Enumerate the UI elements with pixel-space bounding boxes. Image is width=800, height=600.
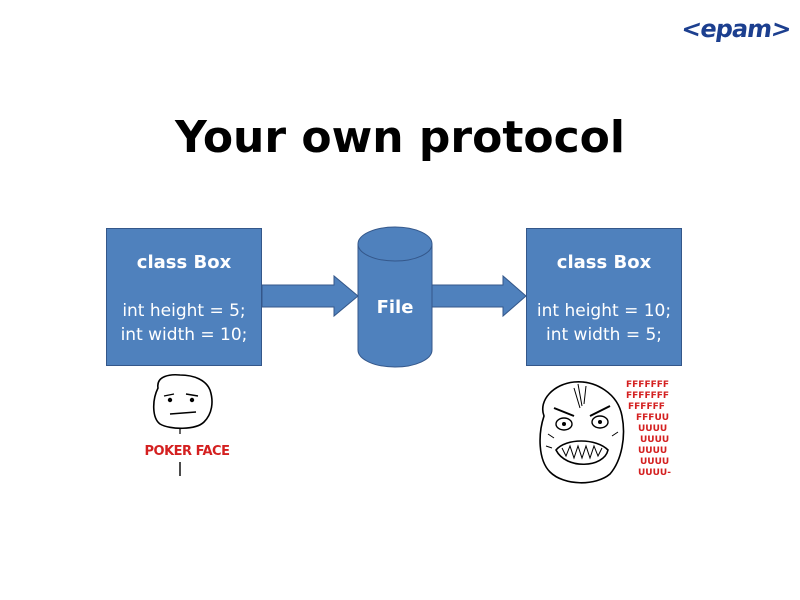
left-class-label: class Box bbox=[136, 252, 232, 273]
rage-face-icon bbox=[539, 381, 625, 484]
rage-text-line: UUUU bbox=[638, 446, 668, 456]
arrow-left-to-file bbox=[261, 274, 359, 318]
file-cylinder-icon bbox=[357, 226, 433, 368]
rage-text-line: UUUU bbox=[640, 457, 670, 467]
poker-face-caption: POKER FACE bbox=[144, 444, 230, 459]
rage-text-line: UUUU bbox=[640, 435, 670, 445]
left-field-width: int width = 10; bbox=[120, 325, 248, 345]
right-class-box: class Box int height = 10; int width = 5… bbox=[526, 228, 682, 366]
left-class-box: class Box int height = 5; int width = 10… bbox=[106, 228, 262, 366]
rage-text-line: FFFFFF bbox=[628, 402, 665, 412]
rage-text-line: UUUU bbox=[638, 424, 668, 434]
right-field-width: int width = 5; bbox=[545, 325, 663, 345]
right-field-height: int height = 10; bbox=[536, 301, 672, 321]
rage-face-text: FFFFFFF FFFFFFF FFFFFF FFFUU UUUU UUUU U… bbox=[626, 380, 686, 479]
right-class-label: class Box bbox=[556, 252, 652, 273]
rage-text-line: FFFFFFF bbox=[626, 391, 670, 401]
rage-text-line: FFFFFFF bbox=[626, 380, 670, 390]
rage-text-line: UUUU- bbox=[638, 468, 671, 478]
file-label: File bbox=[376, 297, 414, 318]
poker-face-icon bbox=[152, 373, 213, 476]
rage-text-line: FFFUU bbox=[636, 413, 670, 423]
slide-title: Your own protocol bbox=[175, 112, 625, 163]
left-field-height: int height = 5; bbox=[122, 301, 246, 321]
arrow-file-to-right bbox=[431, 274, 527, 318]
